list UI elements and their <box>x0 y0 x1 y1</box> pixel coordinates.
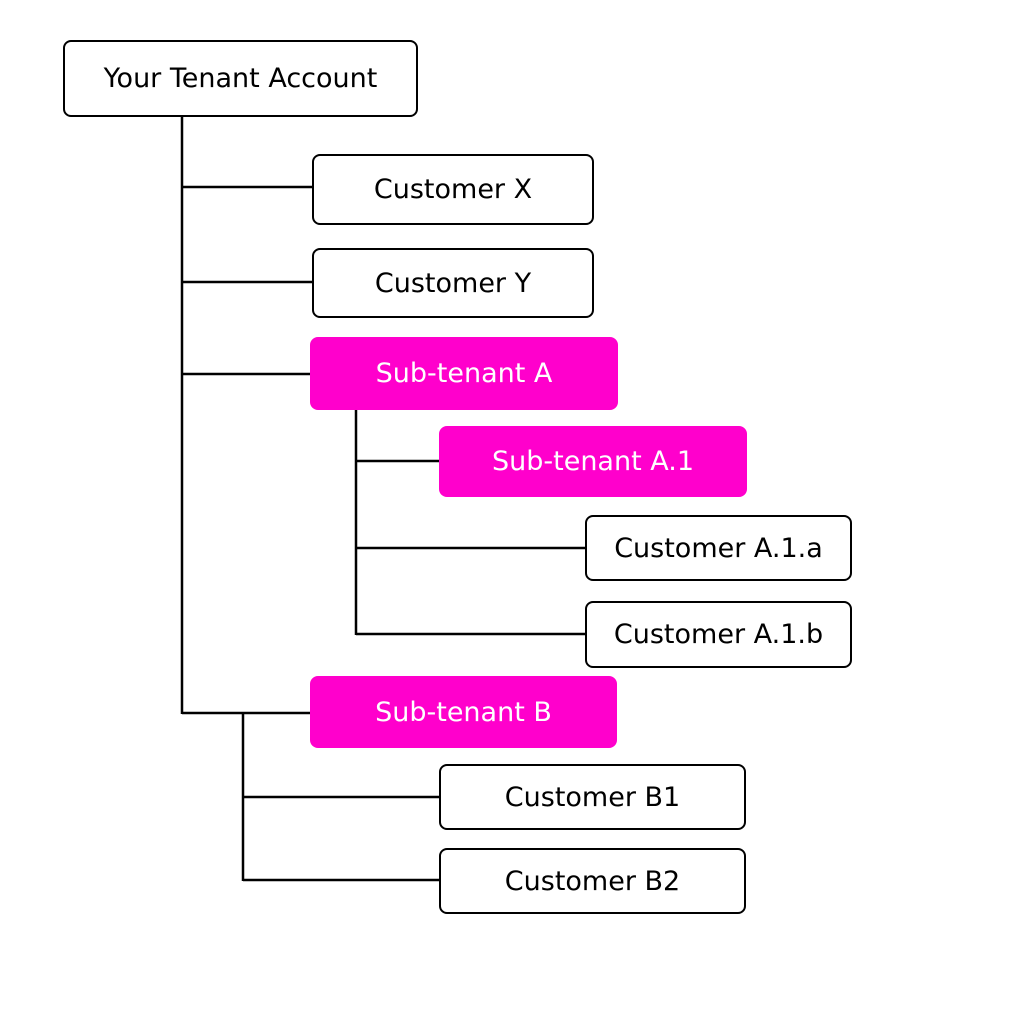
node-label: Customer X <box>373 174 533 205</box>
node-label: Your Tenant Account <box>103 63 378 94</box>
node-sub-tenant-a: Sub-tenant A <box>310 337 618 410</box>
node-customer-a1b: Customer A.1.b <box>585 601 852 668</box>
node-label: Sub-tenant A.1 <box>491 446 695 477</box>
node-label: Sub-tenant B <box>375 696 552 728</box>
node-label: Customer A.1.b <box>613 619 824 650</box>
node-customer-a1a: Customer A.1.a <box>585 515 852 581</box>
node-sub-tenant-a1: Sub-tenant A.1 <box>439 426 747 497</box>
node-your-tenant-account: Your Tenant Account <box>63 40 418 117</box>
node-label: Customer Y <box>374 267 532 299</box>
node-customer-b1: Customer B1 <box>439 764 746 830</box>
node-customer-x: Customer X <box>312 154 594 225</box>
node-customer-y: Customer Y <box>312 248 594 318</box>
node-label: Customer A.1.a <box>614 532 823 564</box>
node-label: Customer B2 <box>504 865 681 897</box>
node-sub-tenant-b: Sub-tenant B <box>310 676 617 748</box>
node-label: Sub-tenant A <box>375 358 553 389</box>
node-label: Customer B1 <box>504 781 681 813</box>
node-customer-b2: Customer B2 <box>439 848 746 914</box>
